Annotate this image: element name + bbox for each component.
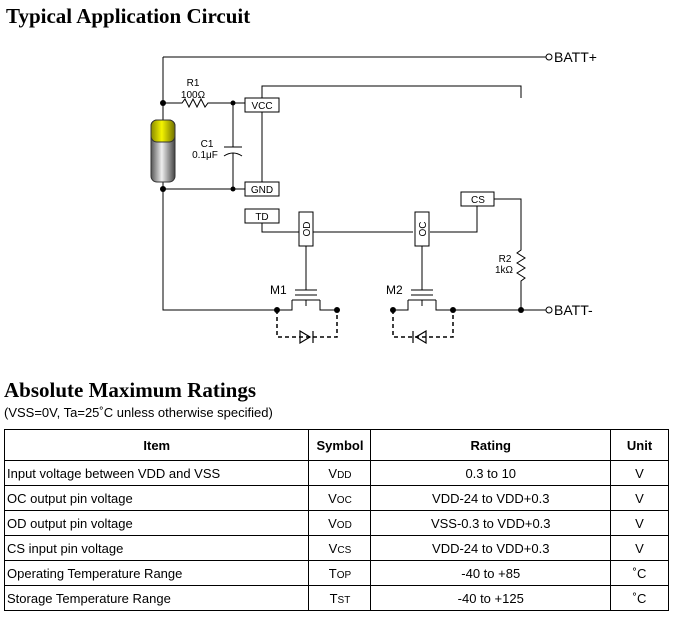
table-row: OC output pin voltage VOC VDD-24 to VDD+… [3,485,669,511]
header-rating: Rating [370,429,612,461]
cell-symbol: VOC [308,485,372,511]
cell-rating: -40 to +85 [370,560,612,586]
pin-label-od: OD [302,222,313,237]
junction-dot [450,307,456,313]
body-diode-m1 [276,310,338,338]
cell-item: Input voltage between VDD and VSS [3,460,310,486]
wire-r1 [163,97,245,109]
cell-item: OD output pin voltage [3,510,310,536]
m1-label: M1 [270,283,287,297]
wire-left-lower [162,182,277,311]
body-diode-m2 [392,310,454,338]
cell-unit: V [610,535,669,561]
absolute-max-ratings-table: Item Symbol Rating Unit Input voltage be… [3,429,669,611]
cell-item: Operating Temperature Range [3,560,310,586]
cell-item: CS input pin voltage [3,535,310,561]
table-row: Storage Temperature Range TST -40 to +12… [3,585,669,611]
cell-rating: -40 to +125 [370,585,612,611]
table-row: OD output pin voltage VOD VSS-0.3 to VDD… [3,510,669,536]
cell-symbol: TOP [308,560,372,586]
junction-dot [390,307,396,313]
junction-dot [518,307,524,313]
cell-symbol: VOD [308,510,372,536]
batt-minus-terminal [545,306,553,314]
cell-rating: VDD-24 to VDD+0.3 [370,485,612,511]
c1-name: C1 [201,139,214,150]
table-row: Operating Temperature Range TOP -40 to +… [3,560,669,586]
header-item: Item [3,429,310,461]
cell-symbol: VCS [308,535,372,561]
pin-label-gnd: GND [251,185,273,196]
pin-label-cs: CS [471,195,485,206]
junction-dot [230,186,236,192]
r1-name: R1 [187,78,200,89]
cell-unit: ˚C [610,560,669,586]
pin-label-td: TD [255,212,268,223]
cell-item: Storage Temperature Range [3,585,310,611]
cell-unit: ˚C [610,585,669,611]
wire-cs-r2 [494,198,526,310]
mosfet-m1-body [280,289,337,311]
pin-box-td [244,208,280,224]
ratings-section-title: Absolute Maximum Ratings [4,378,257,402]
mosfet-m2-body [396,289,453,311]
cell-rating: VSS-0.3 to VDD+0.3 [370,510,612,536]
c1-value: 0.1μF [192,150,218,161]
pin-box-od [298,211,314,247]
cell-unit: V [610,510,669,536]
cell-unit: V [610,460,669,486]
cell-rating: VDD-24 to VDD+0.3 [370,535,612,561]
header-symbol: Symbol [308,429,372,461]
pin-box-gnd [244,181,280,197]
cell-rating: 0.3 to 10 [370,460,612,486]
pin-label-vcc: VCC [251,101,272,112]
junction-dot [334,307,340,313]
wire-oc-cs [430,206,478,233]
batt-plus-label: BATT+ [554,49,597,65]
battery-cell-top [150,119,176,143]
cell-unit: V [610,485,669,511]
pin-box-oc [414,211,430,247]
diode-m2-symbol [412,329,427,345]
junction-dot [160,186,166,192]
wire-td-od [261,223,306,233]
batt-plus-terminal [545,53,553,61]
ratings-conditions: (VSS=0V, Ta=25˚C unless otherwise specif… [4,405,273,420]
table-row: CS input pin voltage VCS VDD-24 to VDD+0… [3,535,669,561]
circuit-section-title: Typical Application Circuit [6,4,251,28]
junction-dot [160,100,166,106]
application-circuit-diagram: VCC GND TD CS OD OC R1 100Ω C1 0.1μF R2 … [150,49,597,345]
r1-value: 100Ω [181,90,206,101]
batt-minus-label: BATT- [554,302,593,318]
junction-dot [230,100,236,106]
pin-box-cs [460,191,495,207]
table-header-row: Item Symbol Rating Unit [3,429,669,461]
cell-symbol: TST [308,585,372,611]
m2-label: M2 [386,283,403,297]
pin-label-oc: OC [418,222,429,237]
cell-symbol: VDD [308,460,372,486]
r2-name: R2 [499,254,512,265]
junction-dot [274,307,280,313]
diode-m1-symbol [299,329,314,345]
header-unit: Unit [610,429,669,461]
r2-value: 1kΩ [495,265,514,276]
pin-box-vcc [244,97,280,113]
cell-item: OC output pin voltage [3,485,310,511]
table-row: Input voltage between VDD and VSS VDD 0.… [3,460,669,486]
wire-vcc-loop [261,85,522,98]
